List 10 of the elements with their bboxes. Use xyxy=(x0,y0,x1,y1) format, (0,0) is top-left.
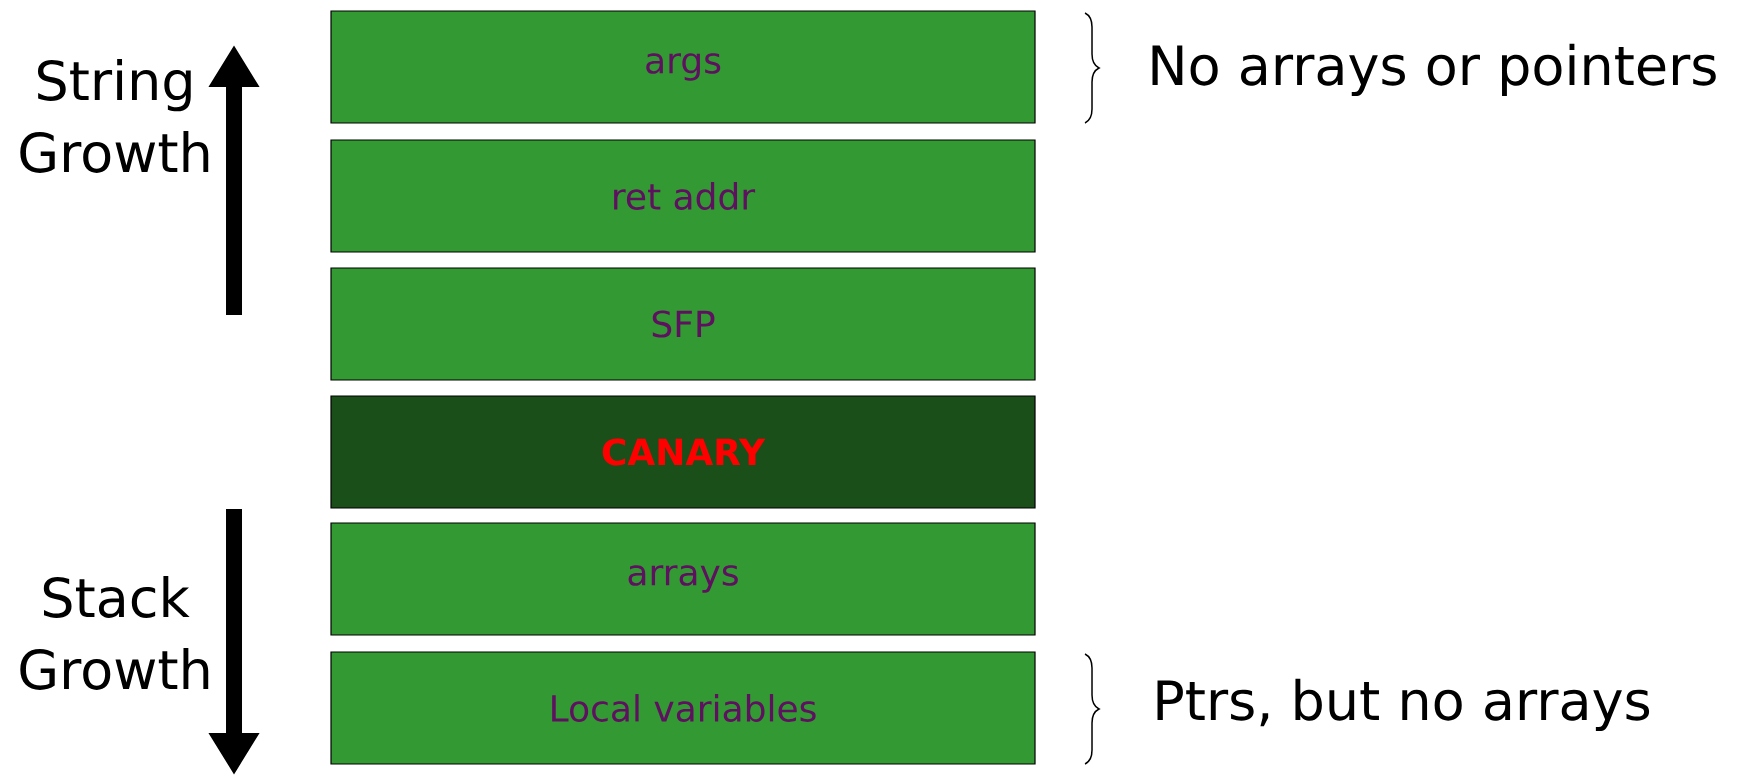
stack-frame-box: CANARY xyxy=(330,395,1036,509)
bracket-label: No arrays or pointers xyxy=(1152,43,1716,97)
stack-frame-box: arrays xyxy=(330,522,1036,636)
arrow-label: Stack Growth xyxy=(20,576,209,690)
stack-frame-box: ret addr xyxy=(330,139,1036,253)
stack-frame-box: Local variables xyxy=(330,651,1036,765)
bracket-label: Ptrs, but no arrays xyxy=(1157,678,1650,732)
arrow-label: String Growth xyxy=(20,59,209,173)
stack-frame-box: SFP xyxy=(330,267,1036,381)
stack-frame-box: args xyxy=(330,10,1036,124)
